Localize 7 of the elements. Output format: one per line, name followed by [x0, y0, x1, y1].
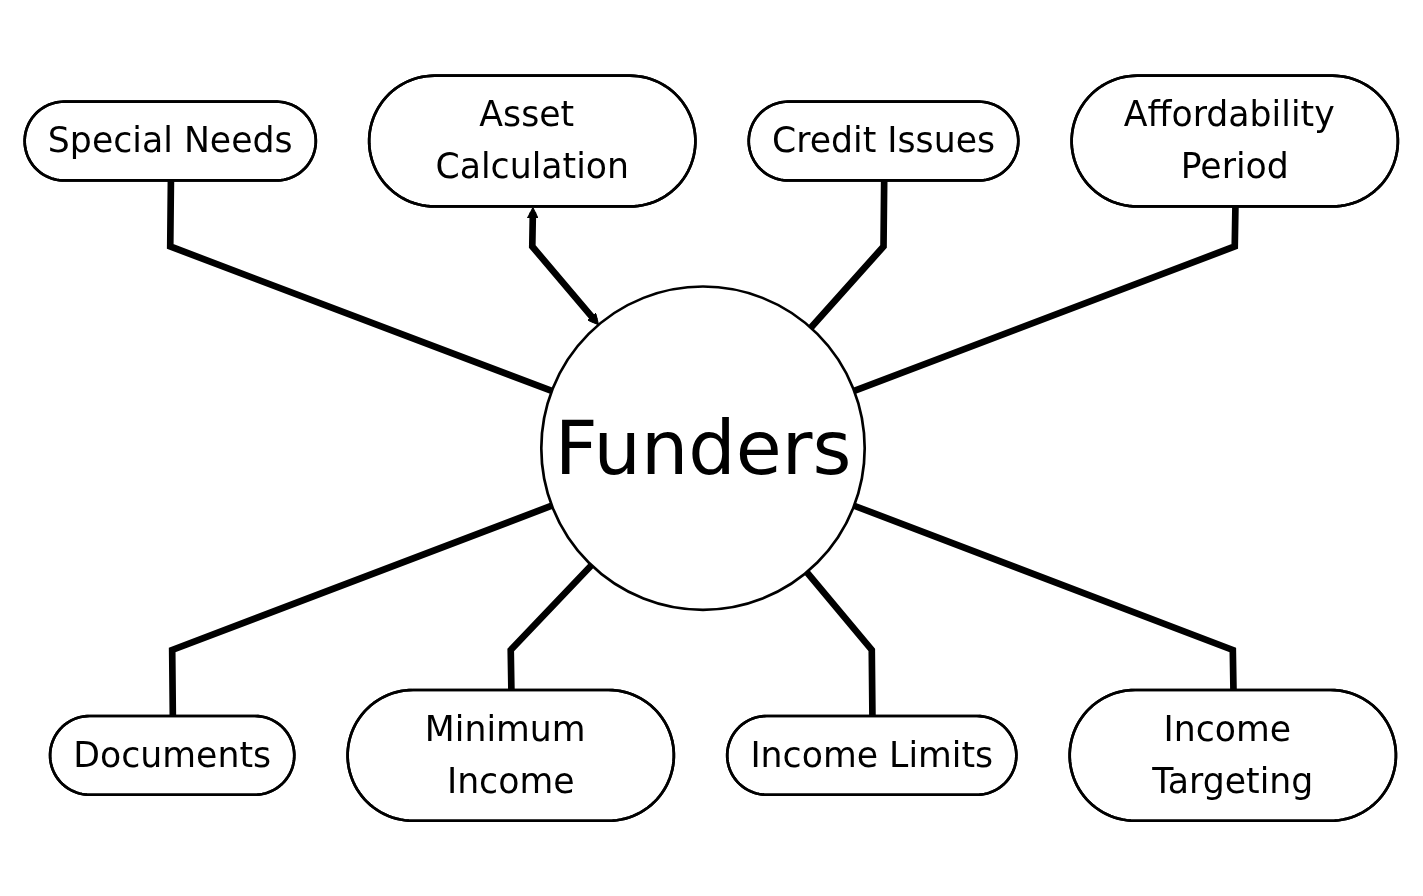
- connector: [167, 180, 554, 394]
- connector: [804, 569, 876, 717]
- node-circle: Funders: [540, 284, 867, 612]
- arrow: [527, 206, 600, 326]
- connector: [507, 562, 595, 691]
- connector: [808, 180, 888, 330]
- connector: [853, 206, 1239, 394]
